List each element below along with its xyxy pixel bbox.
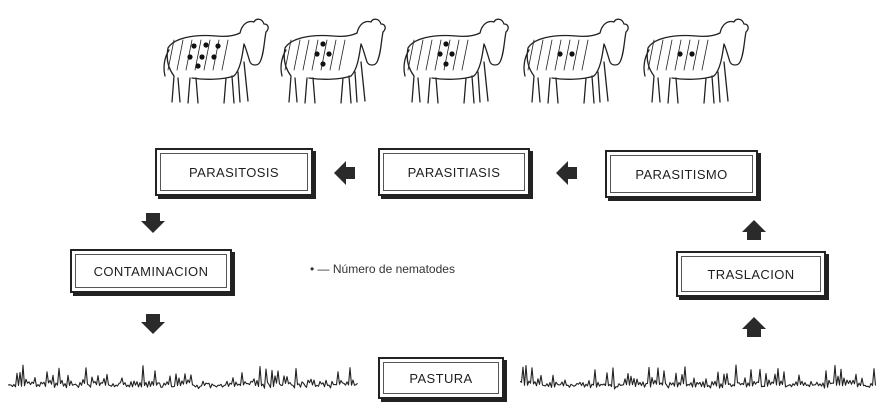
nematode-dot — [443, 41, 448, 46]
cow-5-illustration — [640, 6, 752, 110]
cow-outline — [400, 6, 512, 110]
arrow-down-icon — [140, 212, 166, 234]
grass-left-illustration — [8, 364, 358, 394]
nematode-dot — [569, 51, 574, 56]
nematode-dot — [320, 41, 325, 46]
arrow-up-icon — [741, 219, 767, 241]
cow-1-illustration — [160, 6, 272, 110]
parasitiasis-box: PARASITIASIS — [378, 148, 530, 196]
arrow-left-icon — [555, 160, 579, 186]
grass-blades — [520, 365, 876, 389]
nematode-dot — [437, 51, 442, 56]
nematode-dot — [320, 61, 325, 66]
nematode-dot — [449, 51, 454, 56]
cow-outline — [277, 6, 389, 110]
nematode-dot — [203, 42, 208, 47]
cow-2-illustration — [277, 6, 389, 110]
grass-strokes — [8, 364, 358, 394]
nematode-dot — [557, 51, 562, 56]
cow-outline — [520, 6, 632, 110]
traslacion-box: TRASLACION — [676, 251, 826, 297]
nematode-dot — [314, 51, 319, 56]
cow-4-illustration — [520, 6, 632, 110]
grass-blades — [8, 365, 358, 388]
nematode-dot — [689, 51, 694, 56]
nematode-dot — [187, 54, 192, 59]
nematode-dot — [211, 54, 216, 59]
parasitismo-box: PARASITISMO — [605, 150, 758, 198]
nematode-dot — [195, 63, 200, 68]
cow-outline — [160, 6, 272, 110]
cow-body — [524, 19, 628, 103]
pastura-box: PASTURA — [378, 357, 504, 399]
legend-text: — Número de nematodes — [318, 262, 455, 276]
nematode-dot — [191, 43, 196, 48]
nematode-dot-symbol: • — [310, 262, 314, 276]
nematode-dot — [326, 51, 331, 56]
cow-3-illustration — [400, 6, 512, 110]
grass-right-illustration — [520, 364, 876, 394]
nematode-dot — [215, 43, 220, 48]
cow-body — [164, 19, 268, 103]
grass-strokes — [520, 364, 876, 394]
parasitosis-box: PARASITOSIS — [155, 148, 313, 196]
nematode-dot — [199, 54, 204, 59]
nematode-dot — [443, 61, 448, 66]
nematode-dot — [677, 51, 682, 56]
arrow-left-icon — [333, 160, 357, 186]
cow-body — [644, 19, 748, 103]
cow-body — [281, 19, 385, 103]
arrow-down-icon — [140, 313, 166, 335]
contaminacion-box: CONTAMINACION — [70, 249, 232, 293]
cow-outline — [640, 6, 752, 110]
legend: • — Número de nematodes — [310, 262, 455, 276]
arrow-up-icon — [741, 316, 767, 338]
cow-body — [404, 19, 508, 103]
